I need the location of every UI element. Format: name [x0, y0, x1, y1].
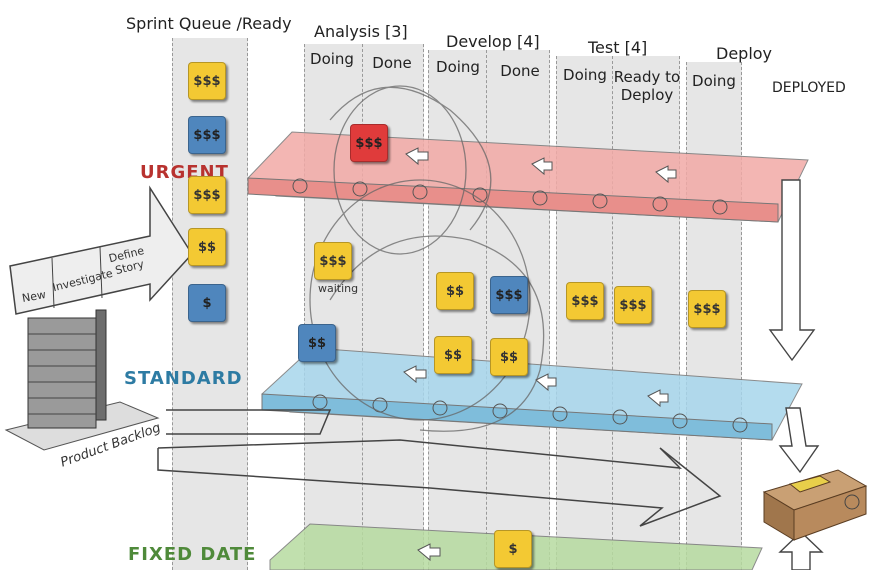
queue-card-2[interactable]: $$$ — [188, 116, 226, 154]
deploy-down-arrow-1 — [768, 179, 816, 362]
deploy-down-arrow-2 — [778, 407, 820, 474]
test-title: Test [4] — [588, 38, 648, 57]
deploy-doing-label: Doing — [692, 72, 736, 90]
deploy-card-1[interactable]: $$$ — [688, 290, 726, 328]
analysis-title: Analysis [3] — [314, 22, 408, 41]
server-icon — [4, 309, 160, 451]
develop-doing-label: Doing — [436, 58, 480, 76]
urgent-analysis-card[interactable]: $$$ — [350, 124, 388, 162]
queue-card-1[interactable]: $$$ — [188, 62, 226, 100]
develop-card-1[interactable]: $$ — [436, 272, 474, 310]
fixed-date-card[interactable]: $ — [494, 530, 532, 568]
deploy-title: Deploy — [716, 44, 773, 63]
develop-card-4[interactable]: $$ — [490, 338, 528, 376]
test-card-2[interactable]: $$$ — [614, 286, 652, 324]
lane-fixed-date: FIXED DATE — [128, 544, 257, 565]
develop-doing-column — [428, 50, 488, 570]
package-icon — [762, 469, 868, 541]
develop-card-2[interactable]: $$$ — [490, 276, 528, 314]
urgent-belt — [247, 131, 809, 223]
test-ready-label: Ready to Deploy — [613, 68, 681, 104]
queue-card-3[interactable]: $$$ — [188, 176, 226, 214]
queue-card-5[interactable]: $ — [188, 284, 226, 322]
standard-analysis-card[interactable]: $$ — [298, 324, 336, 362]
develop-title: Develop [4] — [446, 32, 540, 51]
deployed-title: DEPLOYED — [772, 80, 846, 96]
sprint-queue-title: Sprint Queue /Ready — [126, 14, 292, 33]
develop-done-label: Done — [500, 62, 540, 80]
develop-card-3[interactable]: $$ — [434, 336, 472, 374]
waiting-card[interactable]: $$$ — [314, 242, 352, 280]
analysis-doing-label: Doing — [310, 50, 354, 68]
standard-belt — [261, 347, 803, 441]
test-doing-label: Doing — [563, 66, 607, 84]
cycle-sketch — [309, 85, 545, 432]
lane-standard: STANDARD — [124, 368, 243, 389]
waiting-label: waiting — [318, 282, 359, 295]
flow-arrow — [157, 409, 722, 527]
backlog-arrow — [9, 185, 193, 315]
analysis-done-label: Done — [372, 54, 412, 72]
test-card-1[interactable]: $$$ — [566, 282, 604, 320]
queue-card-4[interactable]: $$ — [188, 228, 226, 266]
deploy-up-arrow — [778, 531, 824, 570]
